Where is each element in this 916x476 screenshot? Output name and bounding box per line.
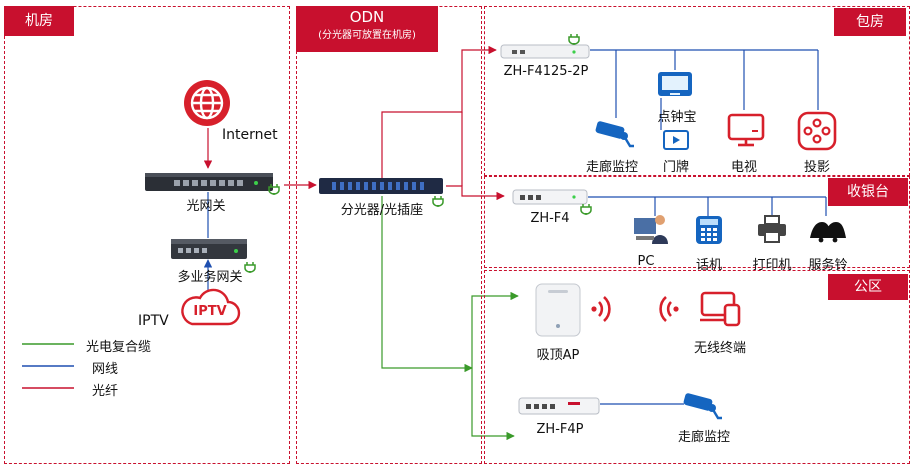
corridor-cam-icon xyxy=(594,118,636,152)
plug-icon-f4 xyxy=(580,200,592,219)
zone-private-room-tag: 包房 xyxy=(834,8,906,36)
bell-icon xyxy=(806,214,850,248)
onu-f4p-label: ZH-F4P xyxy=(536,422,584,437)
projector-icon xyxy=(796,110,838,156)
splitter-label: 分光器/光插座 xyxy=(340,203,424,218)
public-corridor-cam-label: 走廊监控 xyxy=(677,430,731,445)
zone-odn-tag: ODN (分光器可放置在机房) xyxy=(296,6,438,52)
public-corridor-cam-icon xyxy=(682,390,724,424)
phone-icon xyxy=(694,214,724,250)
karaoke-label: 点钟宝 xyxy=(657,110,697,125)
legend-label-ethernet: 网线 xyxy=(92,362,119,377)
zone-odn xyxy=(296,6,482,464)
printer-label: 打印机 xyxy=(752,258,792,273)
pc-label: PC xyxy=(637,254,655,269)
zone-public-area xyxy=(484,270,910,464)
plug-icon-msg xyxy=(244,258,256,277)
odn-title: ODN xyxy=(349,8,385,26)
onu-f4125-label: ZH-F4125-2P xyxy=(503,64,589,79)
zone-cashier xyxy=(484,176,910,268)
optical-gateway-device xyxy=(144,171,274,197)
tv-label: 电视 xyxy=(730,160,758,175)
wifi-signal-icon-2 xyxy=(656,294,680,328)
optical-gateway-label: 光网关 xyxy=(186,199,226,214)
printer-icon xyxy=(756,214,788,248)
plug-icon-splitter xyxy=(432,192,444,211)
karaoke-terminal-icon xyxy=(656,70,694,104)
plug-icon-f4125 xyxy=(568,30,580,49)
zone-cashier-tag: 收银台 xyxy=(828,178,908,206)
projector-label: 投影 xyxy=(803,160,831,175)
onu-f4-label: ZH-F4 xyxy=(530,211,570,226)
wireless-terminal-label: 无线终端 xyxy=(693,341,747,356)
fiber-splitter-f4 xyxy=(446,185,505,201)
zone-server-room-tag: 机房 xyxy=(4,6,74,36)
onu-f4-device xyxy=(512,188,588,210)
zone-server-room xyxy=(4,6,290,464)
globe-icon xyxy=(182,78,232,132)
wifi-signal-icon xyxy=(590,294,614,328)
composite-to-f4p xyxy=(471,368,515,441)
composite-splitter-down xyxy=(381,196,473,373)
bell-label: 服务铃 xyxy=(808,258,848,273)
door-sign-icon xyxy=(663,130,689,156)
splitter-device xyxy=(318,177,444,199)
iptv-cloud-icon xyxy=(178,288,242,332)
legend-label-composite: 光电复合缆 xyxy=(86,340,152,355)
iptv-label: IPTV xyxy=(138,313,169,329)
laptop-phone-icon xyxy=(698,290,744,332)
legend-label-fiber: 光纤 xyxy=(92,384,119,399)
plug-icon-gateway xyxy=(268,180,280,199)
ceiling-ap-device xyxy=(534,282,582,342)
odn-note: (分光器可放置在机房) xyxy=(318,30,416,41)
internet-label: Internet xyxy=(222,127,278,143)
iptv-cloud-text: IPTV xyxy=(193,304,227,319)
phone-label: 话机 xyxy=(695,258,723,273)
multi-service-gateway-label: 多业务网关 xyxy=(177,270,243,285)
zone-private-room xyxy=(484,6,910,176)
ceiling-ap-label: 吸顶AP xyxy=(536,348,580,363)
multi-service-gateway-device xyxy=(170,238,248,264)
composite-to-ap xyxy=(471,291,519,368)
onu-f4p-device xyxy=(518,396,600,420)
tv-icon xyxy=(726,112,766,152)
onu-f4125-device xyxy=(500,42,590,64)
pc-icon xyxy=(632,212,672,250)
corridor-cam-label: 走廊监控 xyxy=(585,160,639,175)
door-sign-label: 门牌 xyxy=(662,160,690,175)
zone-public-area-tag: 公区 xyxy=(828,274,908,300)
